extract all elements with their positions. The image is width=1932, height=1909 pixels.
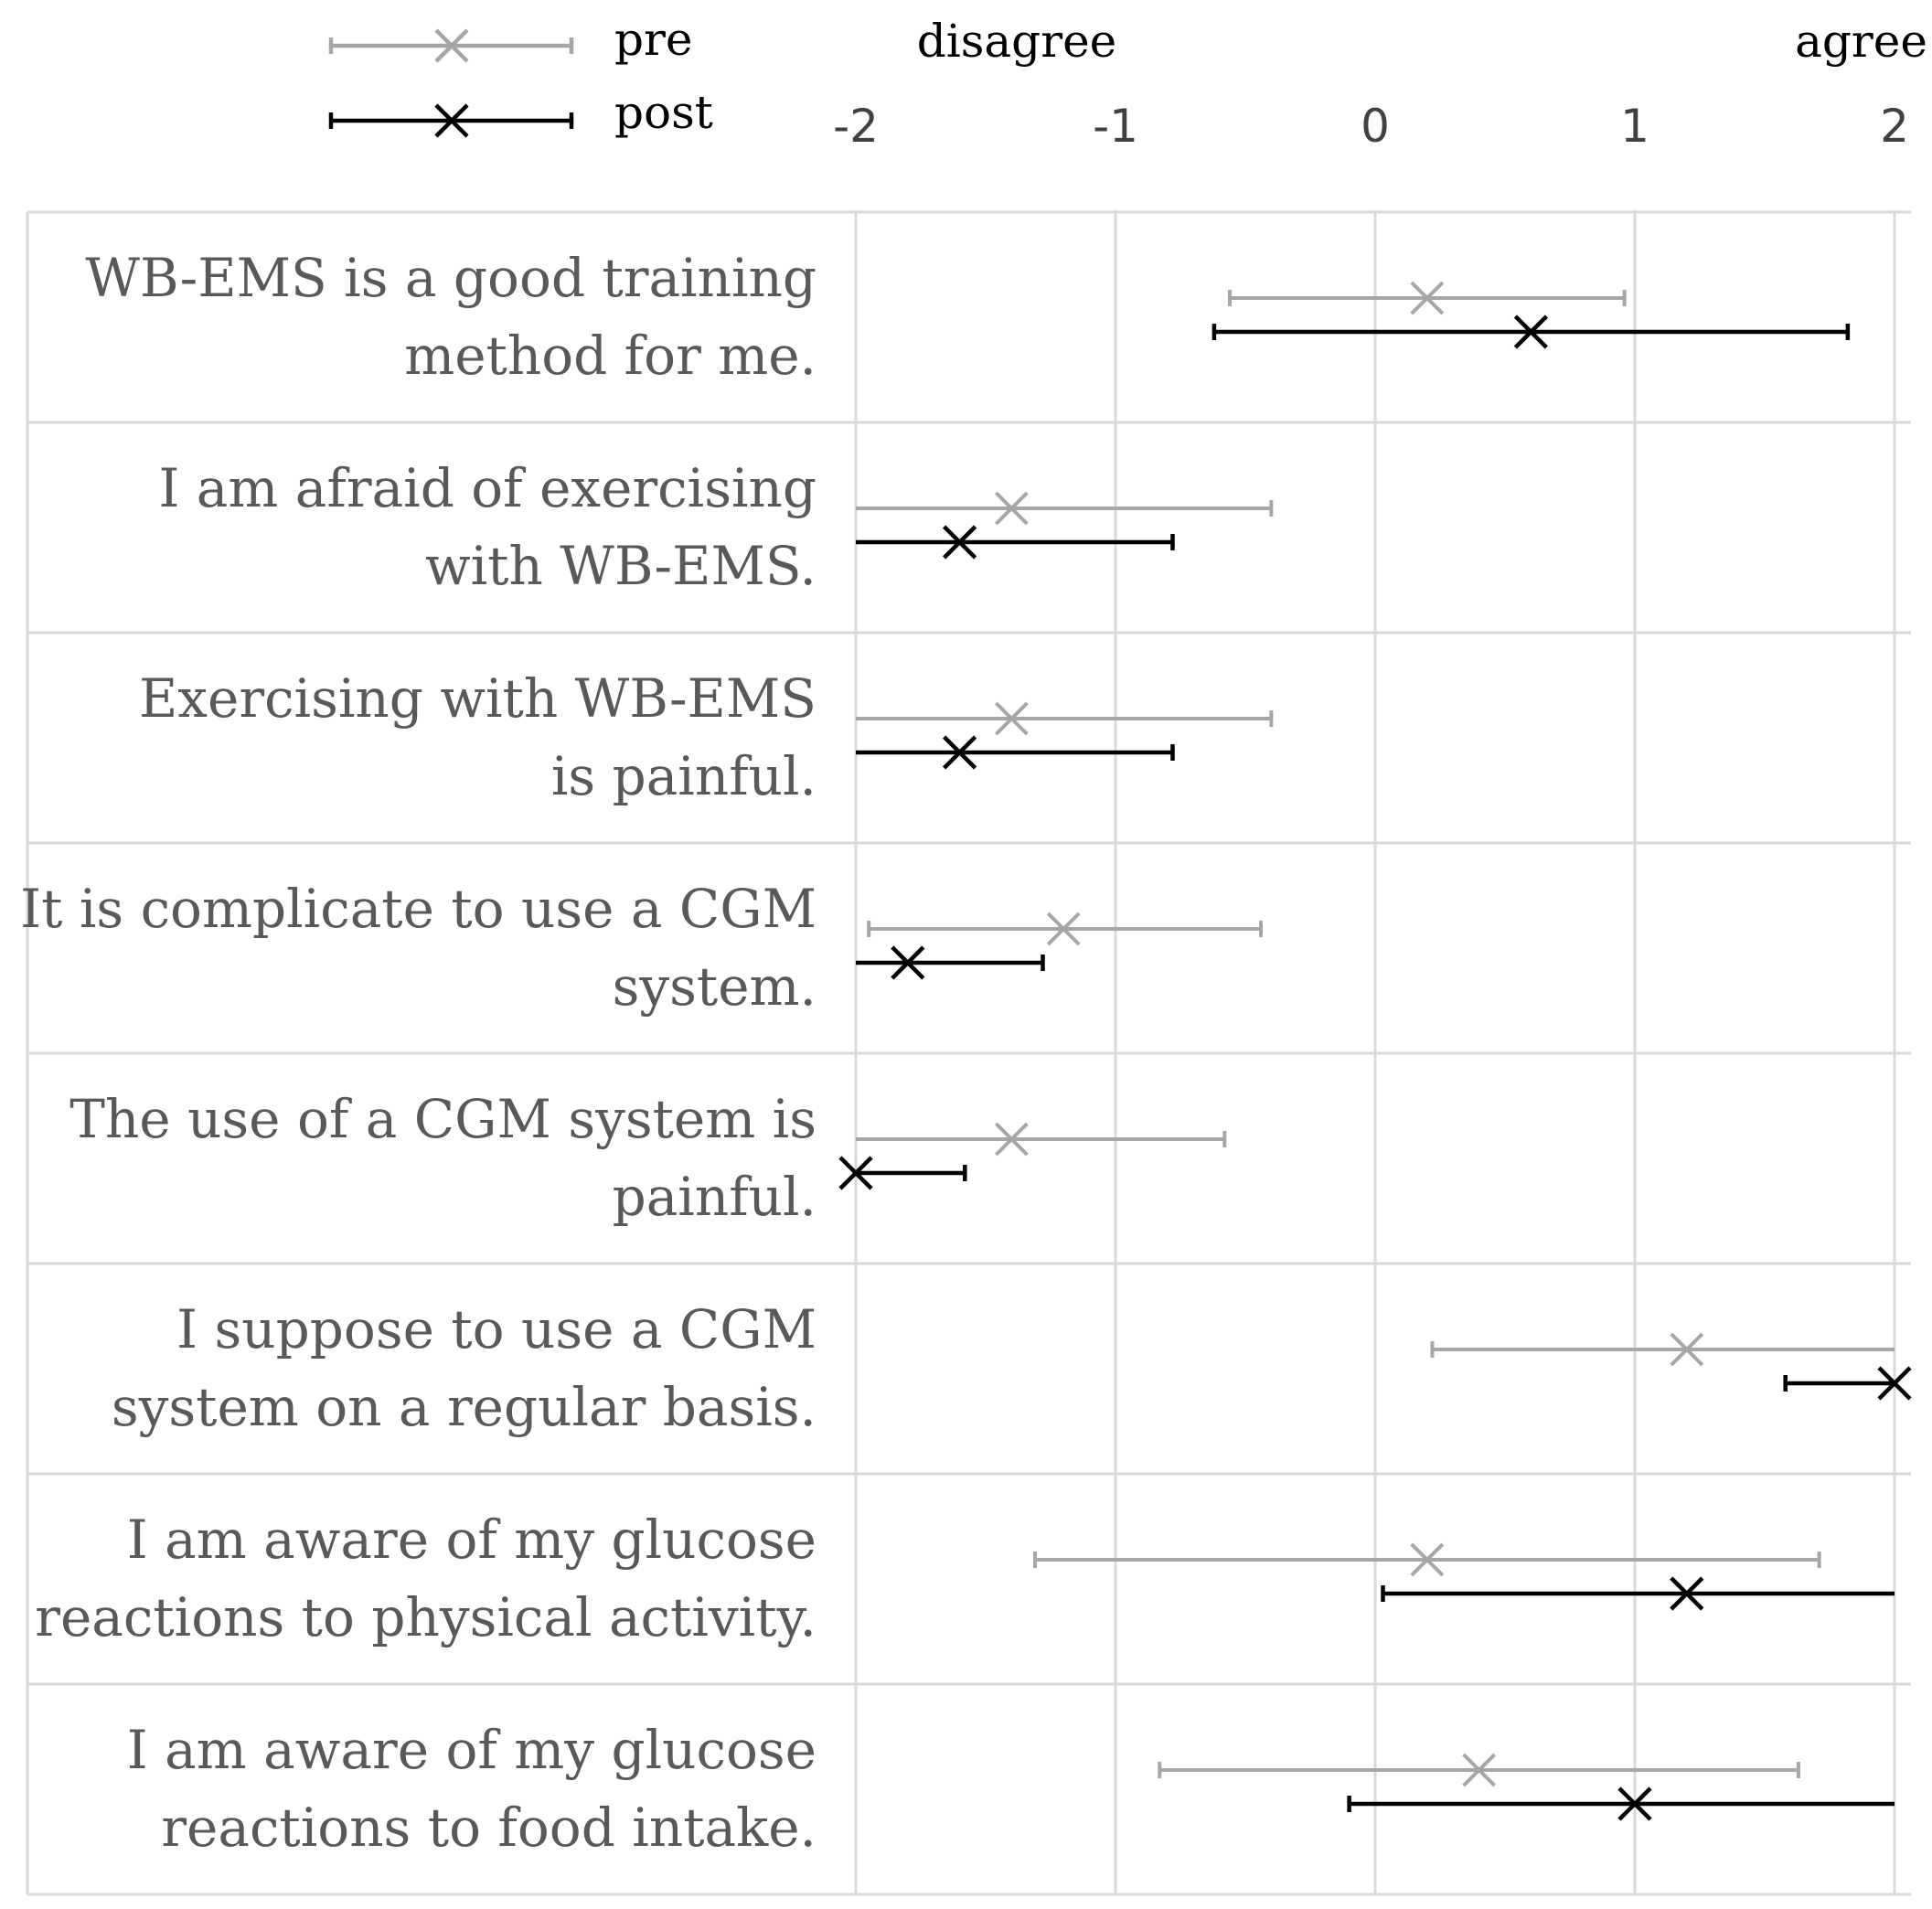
data-point-pre [994,1122,1029,1157]
error-bar-post [1347,1796,1895,1812]
legend-marker [434,28,469,63]
statement-label: I am afraid of exercising [158,457,817,519]
statement-label: is painful. [551,745,817,807]
statement-label: I am aware of my glucose [127,1719,817,1781]
data-marks [838,281,1912,1821]
statement-label: Exercising with WB-EMS [139,667,817,730]
data-point-post [1877,1366,1912,1401]
statement-label: The use of a CGM system is [69,1088,817,1150]
statement-label: with WB-EMS. [425,535,817,597]
data-point-post [838,1156,873,1190]
statement-label: painful. [613,1166,817,1228]
statement-label: method for me. [404,325,817,387]
data-point-pre [1046,912,1081,946]
error-bar-post [1783,1375,1895,1392]
statement-label: reactions to physical activity. [35,1586,817,1648]
data-point-post [1670,1576,1704,1611]
data-point-pre [1670,1332,1704,1367]
statement-label: system on a regular basis. [112,1376,817,1438]
error-bar-post [1381,1585,1895,1602]
x-tick-label: 0 [1361,100,1390,153]
error-bar-post [856,744,1175,761]
data-point-post [943,735,977,770]
statement-label: It is complicate to use a CGM [20,878,817,940]
error-bar-pre [1430,1341,1895,1358]
error-bar-pre [856,710,1274,727]
statement-label: system. [613,955,817,1018]
error-bar-pre [856,500,1274,517]
data-point-pre [994,491,1029,526]
statement-label: reactions to food intake. [161,1797,817,1859]
x-tick-label: 2 [1880,100,1909,153]
legend-label-post: post [614,86,713,139]
gridlines [854,210,1896,1894]
legend-item-post [328,103,574,138]
statement-label: I suppose to use a CGM [176,1298,817,1360]
error-bar-post [856,954,1045,971]
error-bar-pre [856,1131,1227,1147]
error-bar-post [856,1165,967,1181]
data-point-post [1513,315,1548,349]
x-tick-label: -1 [1093,100,1138,153]
data-point-post [1617,1786,1652,1821]
statement-label: I am aware of my glucose [127,1509,817,1571]
error-bar-post [856,534,1175,550]
statement-label: WB-EMS is a good training [85,247,817,309]
x-tick-label: -2 [833,100,879,153]
data-point-pre [994,701,1029,736]
x-axis-right-label: agree [1795,15,1927,68]
data-point-pre [1410,281,1445,315]
x-axis-ticks: -2 -1 0 1 2 [833,100,1909,153]
legend-label-pre: pre [614,13,693,66]
x-tick-label: 1 [1620,100,1649,153]
data-point-pre [1462,1753,1497,1787]
data-point-post [891,945,925,980]
statement-table: WB-EMS is a good training method for me. I… [20,210,1911,1896]
legend: pre post [328,13,713,139]
legend-marker [434,103,469,138]
x-axis-left-label: disagree [917,15,1117,68]
data-point-post [943,525,977,560]
legend-item-pre [328,28,574,63]
data-point-pre [1410,1542,1445,1577]
